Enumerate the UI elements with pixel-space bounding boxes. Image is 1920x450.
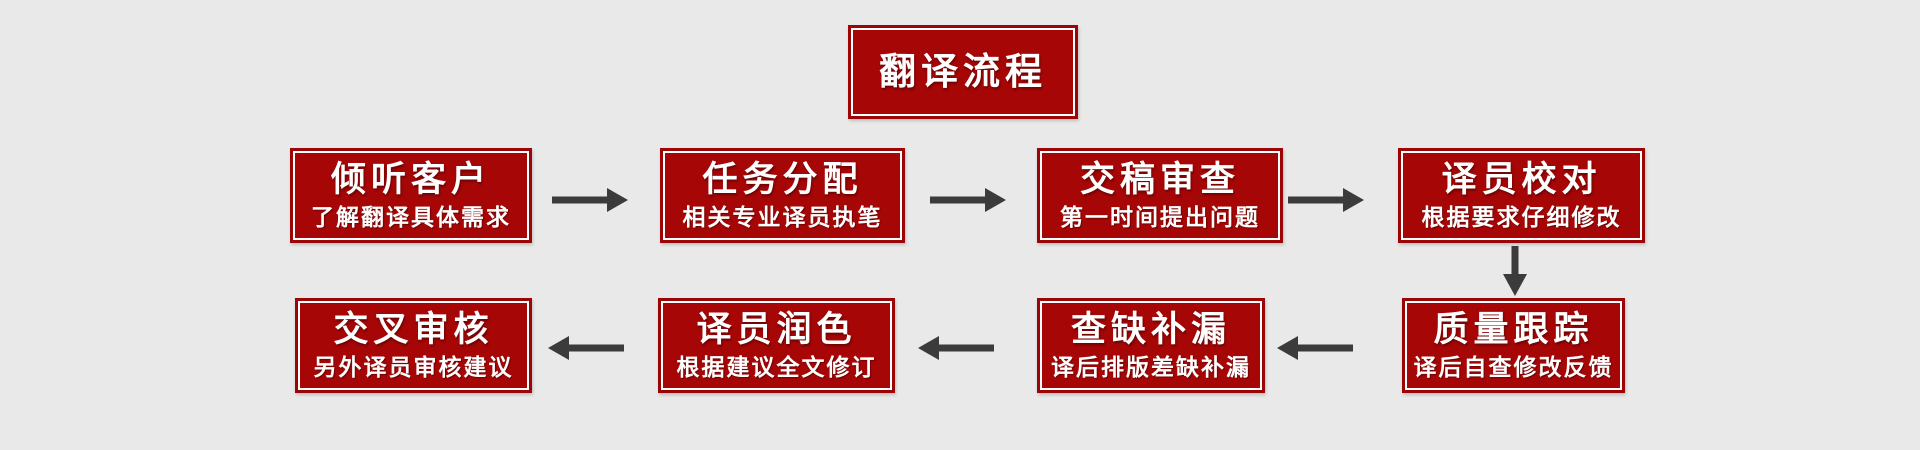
step-box-translator-polishing: 译员润色 根据建议全文修订	[658, 298, 895, 393]
step-box-task-assignment: 任务分配 相关专业译员执笔	[660, 148, 905, 243]
step-box-translator-proofreading: 译员校对 根据要求仔细修改	[1398, 148, 1645, 243]
step-title: 交稿审查	[1079, 159, 1240, 199]
flowchart-title-box: 翻译流程	[848, 25, 1078, 119]
arrow-right-icon	[552, 188, 628, 212]
step-subtitle: 第一时间提出问题	[1060, 204, 1260, 231]
arrow-right-icon	[930, 188, 1006, 212]
step-subtitle: 另外译员审核建议	[313, 354, 514, 381]
flowchart-title: 翻译流程	[879, 50, 1047, 92]
step-subtitle: 根据要求仔细修改	[1421, 204, 1622, 231]
arrow-left-icon	[918, 336, 994, 360]
step-title: 任务分配	[702, 159, 863, 199]
arrow-down-icon	[1503, 246, 1527, 296]
step-box-submission-review: 交稿审查 第一时间提出问题	[1037, 148, 1283, 243]
step-subtitle: 译后自查修改反馈	[1413, 354, 1614, 381]
step-subtitle: 译后排版差缺补漏	[1051, 354, 1251, 381]
arrow-right-icon	[1288, 188, 1364, 212]
arrow-left-icon	[548, 336, 624, 360]
step-subtitle: 根据建议全文修订	[676, 354, 877, 381]
step-title: 倾听客户	[330, 159, 491, 199]
step-title: 查缺补漏	[1070, 309, 1231, 349]
step-box-quality-tracking: 质量跟踪 译后自查修改反馈	[1402, 298, 1625, 393]
step-title: 译员校对	[1441, 159, 1602, 199]
step-title: 译员润色	[696, 309, 857, 349]
step-box-gap-filling: 查缺补漏 译后排版差缺补漏	[1037, 298, 1265, 393]
arrow-left-icon	[1277, 336, 1353, 360]
step-box-cross-review: 交叉审核 另外译员审核建议	[295, 298, 532, 393]
step-subtitle: 了解翻译具体需求	[311, 204, 511, 231]
step-subtitle: 相关专业译员执笔	[682, 204, 883, 231]
step-box-listen-customers: 倾听客户 了解翻译具体需求	[290, 148, 532, 243]
step-title: 交叉审核	[333, 309, 494, 349]
step-title: 质量跟踪	[1433, 309, 1594, 349]
